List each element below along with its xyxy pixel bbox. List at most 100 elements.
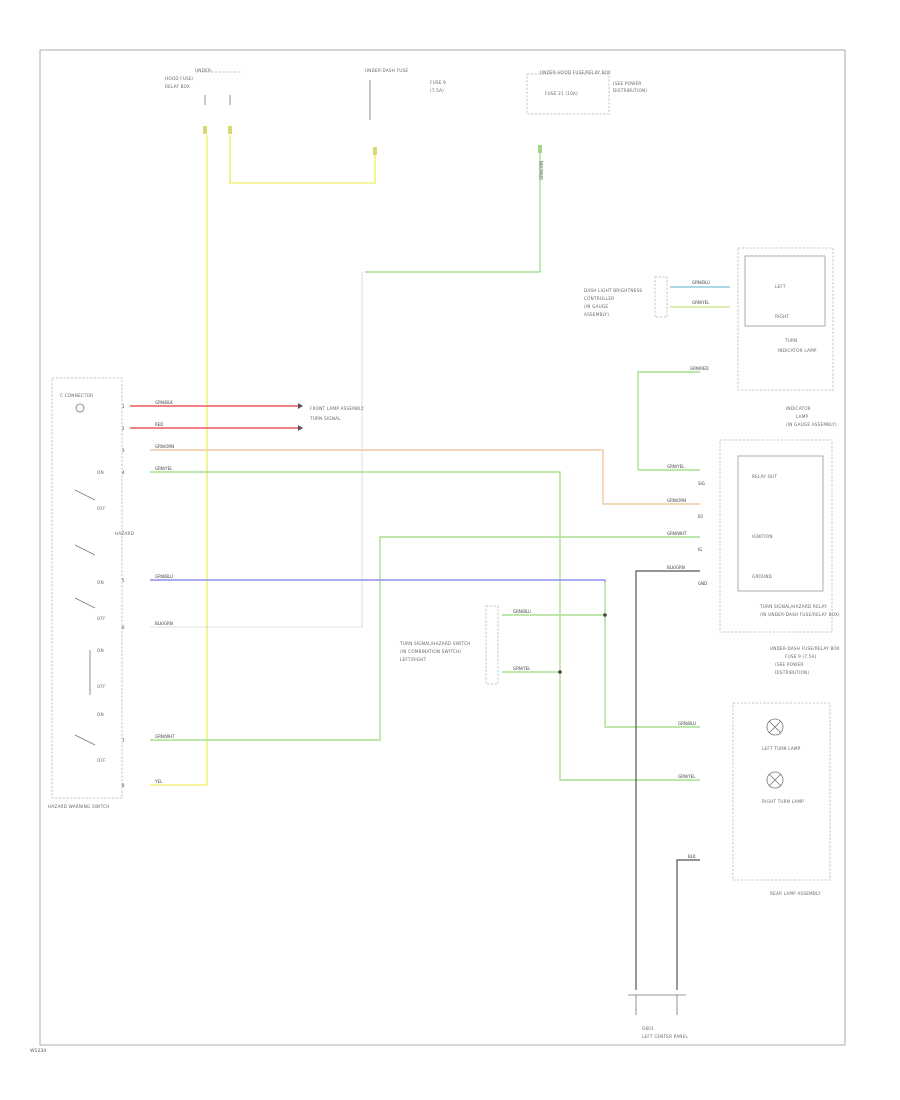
svg-text:TURN SIGNAL/HAZARD SWITCH: TURN SIGNAL/HAZARD SWITCH: [399, 641, 471, 646]
combination-switch: TURN SIGNAL/HAZARD SWITCH (IN COMBINATIO…: [399, 605, 531, 685]
svg-text:DISTRIBUTION): DISTRIBUTION): [775, 670, 809, 675]
under-dash-box-label: UNDER-DASH FUSE/RELAY BOX FUSE 9 (7.5A) …: [770, 646, 840, 675]
svg-text:5: 5: [122, 578, 125, 583]
svg-text:(SEE POWER: (SEE POWER: [613, 81, 641, 86]
orange-wire: [150, 449, 700, 505]
svg-text:YEL: YEL: [154, 779, 163, 784]
svg-text:UNDER-DASH FUSE/RELAY BOX: UNDER-DASH FUSE/RELAY BOX: [770, 646, 840, 651]
svg-text:GRN/BLU: GRN/BLU: [155, 574, 173, 579]
svg-text:OFF: OFF: [97, 758, 106, 763]
svg-text:BLK: BLK: [688, 854, 696, 859]
splice-dot-1: [603, 613, 607, 617]
svg-text:GRN/RED: GRN/RED: [690, 366, 709, 371]
svg-text:RIGHT: RIGHT: [775, 314, 789, 319]
rear-lamp-assembly: LEFT TURN LAMP RIGHT TURN LAMP REAR LAMP…: [732, 702, 831, 896]
svg-text:OFF: OFF: [97, 616, 106, 621]
svg-text:GND: GND: [698, 581, 707, 586]
svg-text:GRN/BLU: GRN/BLU: [692, 280, 710, 285]
gray-wire: [150, 272, 363, 628]
svg-text:RIGHT TURN LAMP: RIGHT TURN LAMP: [762, 799, 804, 804]
svg-text:GRN/WHT: GRN/WHT: [155, 734, 175, 739]
ignition-fuse-box: UNDER-DASH FUSE FUSE 9 (7.5A): [365, 68, 446, 155]
svg-text:8: 8: [122, 783, 125, 788]
svg-text:GRN/YEL: GRN/YEL: [692, 300, 710, 305]
diagram-frame: [39, 49, 846, 1046]
svg-text:IGNITION: IGNITION: [752, 534, 773, 539]
svg-text:(IN UNDER-DASH FUSE/RELAY BOX): (IN UNDER-DASH FUSE/RELAY BOX): [760, 612, 840, 617]
svg-text:C CONNECTOR: C CONNECTOR: [60, 393, 93, 398]
svg-text:G601: G601: [642, 1026, 654, 1031]
svg-text:RELAY BOX: RELAY BOX: [165, 84, 190, 89]
svg-text:TURN SIGNAL/HAZARD RELAY: TURN SIGNAL/HAZARD RELAY: [759, 604, 827, 609]
svg-text:2: 2: [122, 426, 125, 431]
green-wires: [150, 150, 700, 781]
svg-text:3: 3: [122, 448, 125, 453]
svg-text:RED: RED: [155, 422, 163, 427]
indicator-connector: DASH LIGHT BRIGHTNESS CONTROLLER (IN GAU…: [584, 276, 710, 318]
svg-text:RELAY OUT: RELAY OUT: [752, 474, 777, 479]
svg-text:SIG: SIG: [698, 481, 705, 486]
svg-text:GRN/WHT: GRN/WHT: [667, 531, 687, 536]
indicator-lamp: LEFT RIGHT TURN INDICATOR LAMP INDICATOR…: [737, 247, 837, 427]
front-lamp-assembly: FRONT LAMP ASSEMBLY TURN SIGNAL: [309, 406, 364, 421]
svg-text:(IN GAUGE: (IN GAUGE: [584, 304, 608, 309]
svg-text:FUSE 21 (10A): FUSE 21 (10A): [545, 91, 578, 96]
svg-text:FRONT LAMP ASSEMBLY: FRONT LAMP ASSEMBLY: [310, 406, 364, 411]
svg-text:LEFT: LEFT: [775, 284, 786, 289]
svg-text:HAZARD: HAZARD: [115, 531, 134, 536]
svg-text:LEFT TURN LAMP: LEFT TURN LAMP: [762, 746, 801, 751]
svg-text:GROUND: GROUND: [752, 574, 772, 579]
svg-text:OFF: OFF: [97, 506, 106, 511]
svg-text:GRN/YEL: GRN/YEL: [678, 774, 696, 779]
svg-text:DASH LIGHT BRIGHTNESS: DASH LIGHT BRIGHTNESS: [584, 288, 642, 293]
svg-text:GRN/YEL: GRN/YEL: [513, 666, 531, 671]
svg-text:UNDER-DASH FUSE: UNDER-DASH FUSE: [365, 68, 408, 73]
red-wires: [130, 405, 298, 429]
svg-text:FUSE 9 (7.5A): FUSE 9 (7.5A): [785, 654, 817, 659]
svg-text:GRN/YEL: GRN/YEL: [667, 464, 685, 469]
svg-text:GRN/ORN: GRN/ORN: [155, 444, 174, 449]
svg-text:GRN/ORN: GRN/ORN: [539, 161, 544, 180]
svg-text:IG: IG: [698, 547, 702, 552]
black-wires: [635, 570, 700, 990]
svg-text:ON: ON: [97, 712, 104, 717]
svg-text:ON: ON: [97, 648, 104, 653]
ground-point: G601 LEFT CENTER PANEL: [628, 994, 688, 1039]
svg-text:BLK/GRN: BLK/GRN: [667, 565, 685, 570]
svg-text:(IN COMBINATION SWITCH): (IN COMBINATION SWITCH): [400, 649, 461, 654]
svg-text:ON: ON: [97, 470, 104, 475]
svg-text:REAR LAMP ASSEMBLY: REAR LAMP ASSEMBLY: [770, 891, 821, 896]
svg-text:FUSE 9: FUSE 9: [430, 80, 446, 85]
flasher-relay: RELAY OUT IGNITION GROUND TURN SIGNAL/HA…: [719, 439, 840, 633]
svg-text:GRN/BLU: GRN/BLU: [678, 721, 696, 726]
svg-text:1: 1: [122, 404, 125, 409]
arrow-red-2: [298, 425, 303, 431]
blue-wire: [150, 579, 606, 582]
svg-text:GRN/BLK: GRN/BLK: [155, 400, 173, 405]
svg-text:GRN/BLU: GRN/BLU: [513, 609, 531, 614]
svg-text:B1: B1: [698, 514, 704, 519]
svg-text:DISTRIBUTION): DISTRIBUTION): [613, 88, 647, 93]
svg-text:GRN/YEL: GRN/YEL: [155, 466, 173, 471]
svg-text:LEFT/RIGHT: LEFT/RIGHT: [400, 657, 427, 662]
svg-text:TURN SIGNAL: TURN SIGNAL: [309, 416, 341, 421]
svg-text:4: 4: [122, 470, 125, 475]
hazard-switch: C CONNECTOR HAZARD WARNING SWITCH: [48, 377, 123, 809]
svg-text:INDICATOR LAMP: INDICATOR LAMP: [778, 348, 817, 353]
svg-text:(IN GAUGE ASSEMBLY): (IN GAUGE ASSEMBLY): [786, 422, 837, 427]
svg-text:UNDER-HOOD FUSE/RELAY BOX: UNDER-HOOD FUSE/RELAY BOX: [540, 70, 611, 75]
svg-text:7: 7: [122, 738, 125, 743]
arrow-red-1: [298, 403, 303, 409]
svg-text:ON: ON: [97, 580, 104, 585]
svg-text:GRN/ORN: GRN/ORN: [667, 498, 686, 503]
svg-text:LAMP: LAMP: [796, 414, 809, 419]
svg-text:CONTROLLER: CONTROLLER: [584, 296, 614, 301]
svg-text:UNDER-: UNDER-: [195, 68, 213, 73]
underhood-fuse-box: UNDER- HOOD FUSE/ RELAY BOX: [165, 68, 242, 134]
svg-text:(SEE POWER: (SEE POWER: [775, 662, 803, 667]
svg-text:TURN: TURN: [784, 338, 797, 343]
svg-text:6: 6: [122, 625, 125, 630]
svg-text:OFF: OFF: [97, 684, 106, 689]
svg-text:INDICATOR: INDICATOR: [786, 406, 811, 411]
